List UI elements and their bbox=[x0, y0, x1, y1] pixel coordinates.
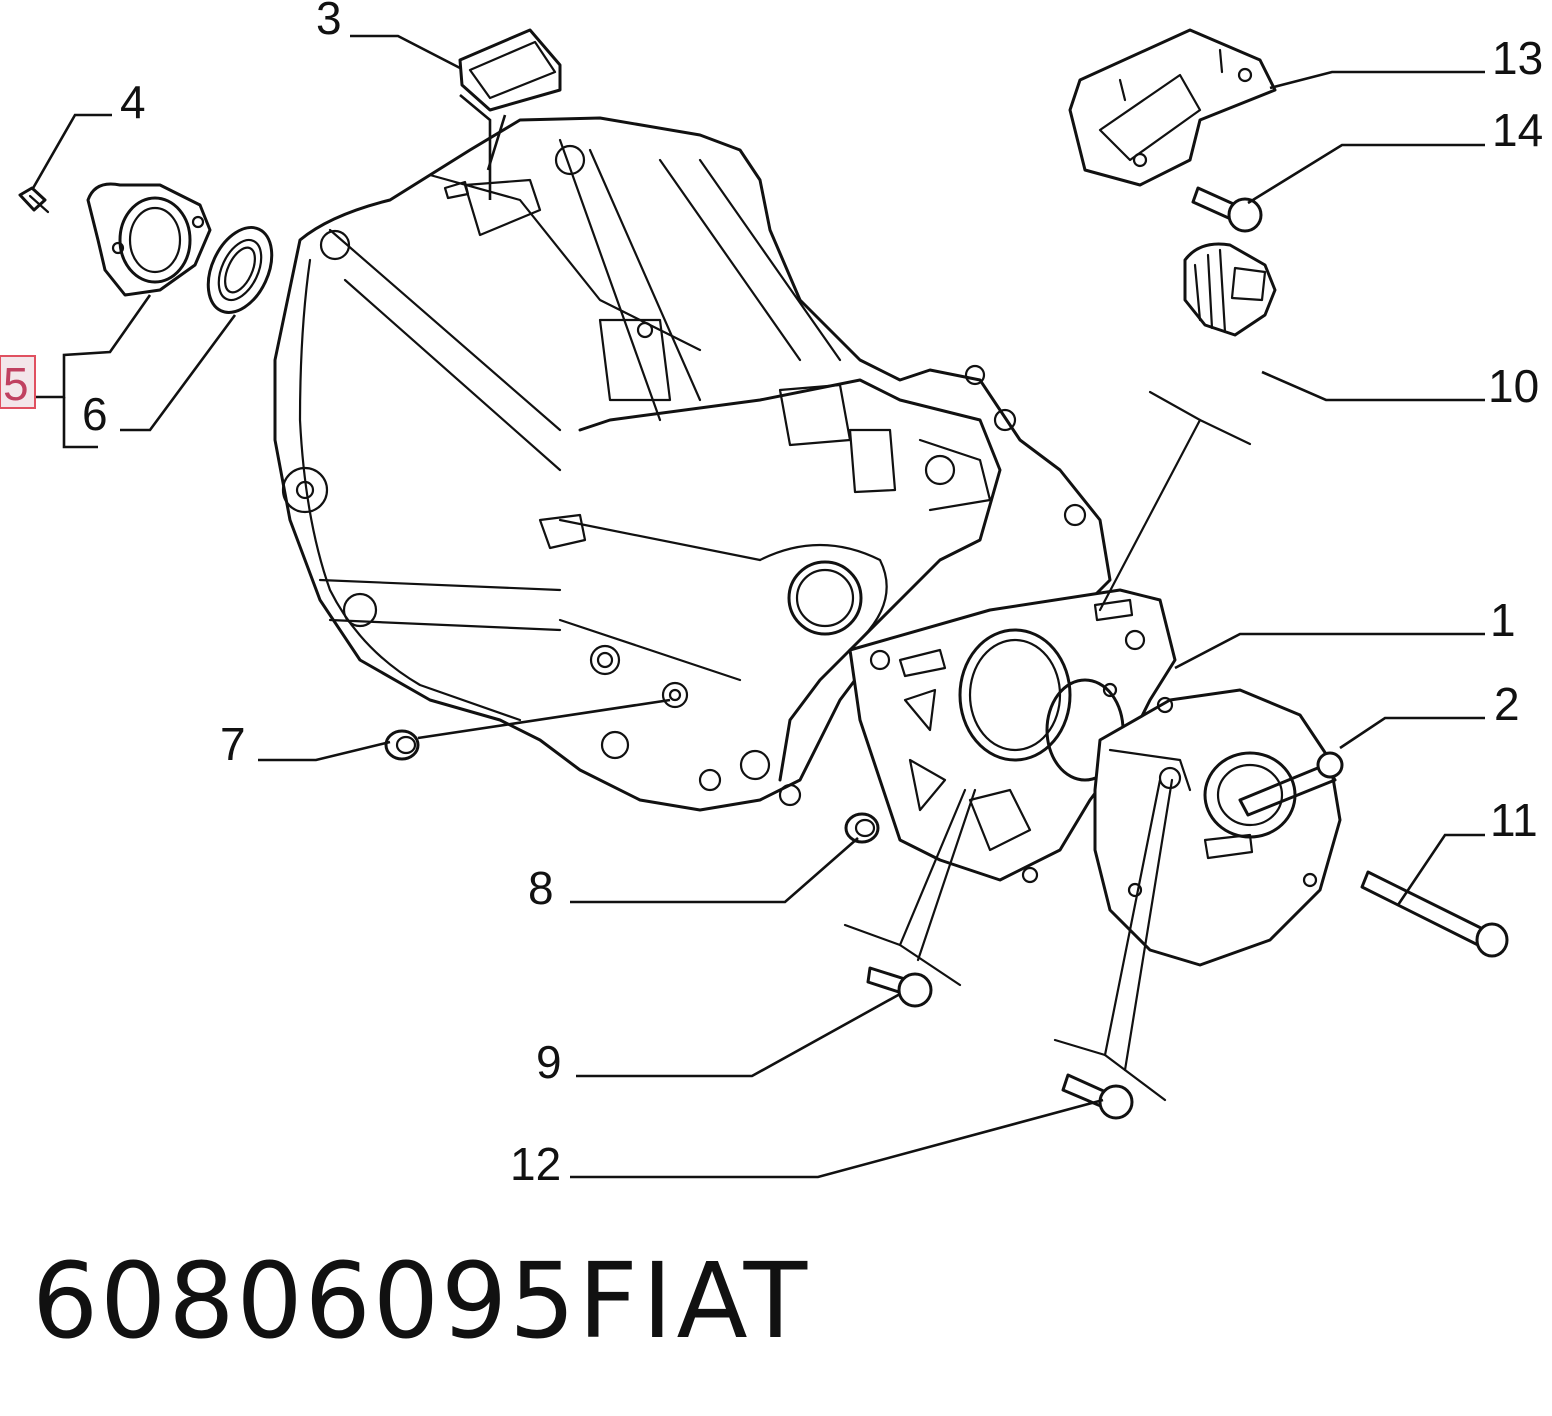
bolt-part-12 bbox=[1061, 1073, 1134, 1120]
bearing-part bbox=[206, 226, 274, 314]
callout-2: 2 bbox=[1494, 678, 1520, 730]
callout-3: 3 bbox=[316, 0, 342, 44]
bracket-part bbox=[1068, 28, 1277, 187]
callout-5-highlight bbox=[0, 355, 36, 409]
callout-8: 8 bbox=[528, 862, 554, 914]
plug-part-8 bbox=[844, 812, 880, 844]
callout-6: 6 bbox=[82, 388, 108, 440]
callout-10: 10 bbox=[1488, 360, 1539, 412]
callout-5: 5 bbox=[3, 358, 29, 410]
brand-name: FIAT bbox=[578, 1240, 812, 1362]
callout-12: 12 bbox=[510, 1138, 561, 1190]
gearbox-housing bbox=[273, 116, 1112, 812]
small-bolt-part bbox=[18, 186, 50, 214]
part-number: 60806095 bbox=[32, 1240, 578, 1362]
callout-1: 1 bbox=[1490, 594, 1516, 646]
callout-7: 7 bbox=[220, 718, 246, 770]
callout-13: 13 bbox=[1492, 32, 1543, 84]
breather-part bbox=[1183, 242, 1277, 337]
callout-9: 9 bbox=[536, 1036, 562, 1088]
intermediate-plate bbox=[848, 588, 1177, 884]
rear-cover bbox=[1093, 688, 1344, 967]
long-bolt-part bbox=[1360, 870, 1509, 958]
callout-11: 11 bbox=[1490, 794, 1538, 846]
bearing-carrier-part bbox=[86, 182, 212, 297]
callout-4: 4 bbox=[120, 76, 146, 128]
callout-14: 14 bbox=[1492, 104, 1543, 156]
bolt-part-14 bbox=[1191, 186, 1263, 233]
rubber-cap-part bbox=[458, 28, 562, 112]
leader-lines bbox=[30, 34, 1485, 1179]
plug-part bbox=[384, 729, 420, 761]
bolt-part-9 bbox=[866, 966, 933, 1008]
